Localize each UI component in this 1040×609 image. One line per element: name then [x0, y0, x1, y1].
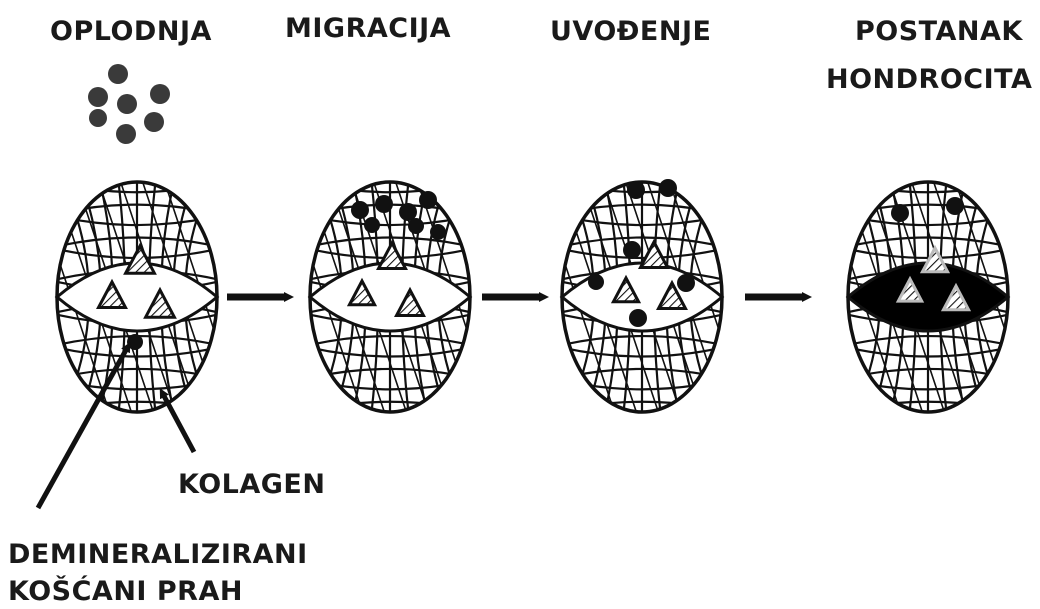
cell	[408, 218, 424, 234]
cell	[351, 201, 369, 219]
cell	[588, 274, 604, 290]
cell	[419, 191, 437, 209]
seeded-cells-cluster	[88, 64, 170, 144]
cell	[117, 94, 137, 114]
stage-label-migration: MIGRACIJA	[285, 13, 451, 44]
cell	[659, 179, 677, 197]
scaffold-stage-4	[822, 177, 1034, 417]
scaffold-stage-1	[31, 177, 243, 417]
cell	[89, 109, 107, 127]
stage-label-chondrocyte-line1: POSTANAK	[855, 16, 1023, 47]
cell	[150, 84, 170, 104]
cell	[108, 64, 128, 84]
stage-label-fertilization: OPLODNJA	[50, 16, 212, 47]
cell	[946, 197, 964, 215]
cell	[629, 309, 647, 327]
cell	[623, 241, 641, 259]
bone-powder-label-line2: KOŠĆANI PRAH	[8, 575, 243, 607]
cell	[677, 274, 695, 292]
collagen-label: KOLAGEN	[178, 469, 325, 500]
cell	[116, 124, 136, 144]
cell	[364, 217, 380, 233]
cell	[88, 87, 108, 107]
cell	[127, 334, 143, 350]
cell	[375, 195, 393, 213]
cell	[891, 204, 909, 222]
stage-label-chondrocyte-line2: HONDROCITA	[826, 64, 1032, 95]
cell	[430, 224, 446, 240]
cell	[627, 181, 645, 199]
scaffold-stage-2	[284, 177, 496, 417]
cell	[144, 112, 164, 132]
stage-label-introduction: UVOĐENJE	[550, 16, 711, 47]
scaffold-stage-3	[536, 177, 748, 417]
bone-powder-label-line1: DEMINERALIZIRANI	[8, 539, 308, 570]
collagen-pointer	[164, 396, 194, 452]
